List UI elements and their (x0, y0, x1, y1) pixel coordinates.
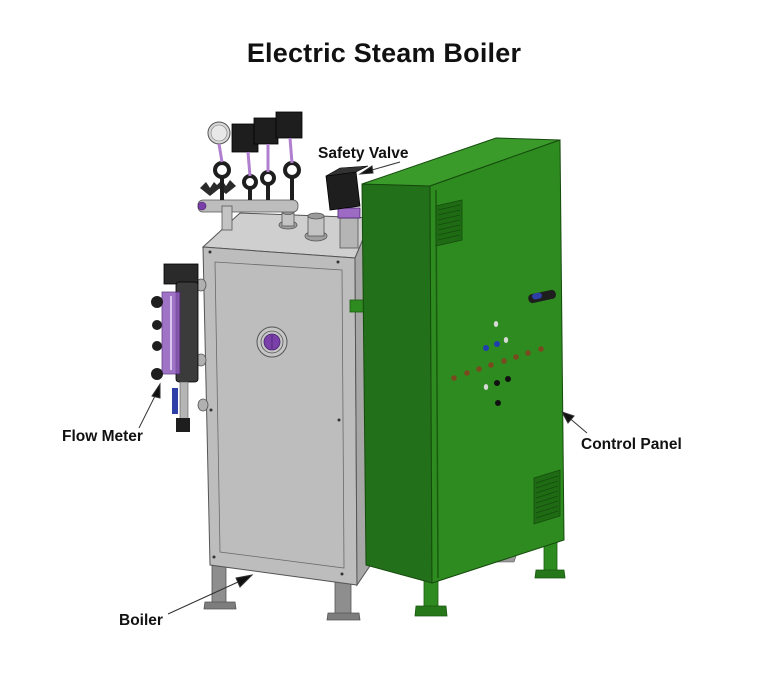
sight-glass (256, 326, 288, 358)
label-safety-valve: Safety Valve (318, 145, 409, 162)
door-handle-icon (528, 289, 556, 304)
diagram-title: Electric Steam Boiler (246, 38, 522, 68)
pressure-manifold (197, 111, 303, 231)
label-flow-meter: Flow Meter (62, 428, 143, 445)
control-panel (361, 137, 566, 617)
safety-valve (325, 165, 369, 249)
top-vent (435, 199, 463, 247)
label-boiler: Boiler (119, 612, 163, 629)
top-fittings (278, 209, 328, 242)
callout-arrows (138, 161, 588, 615)
boiler-unit (195, 212, 375, 621)
indicator-lights (451, 321, 544, 406)
bottom-vent (533, 469, 561, 525)
label-control-panel: Control Panel (581, 436, 682, 453)
flow-meter (151, 263, 199, 432)
